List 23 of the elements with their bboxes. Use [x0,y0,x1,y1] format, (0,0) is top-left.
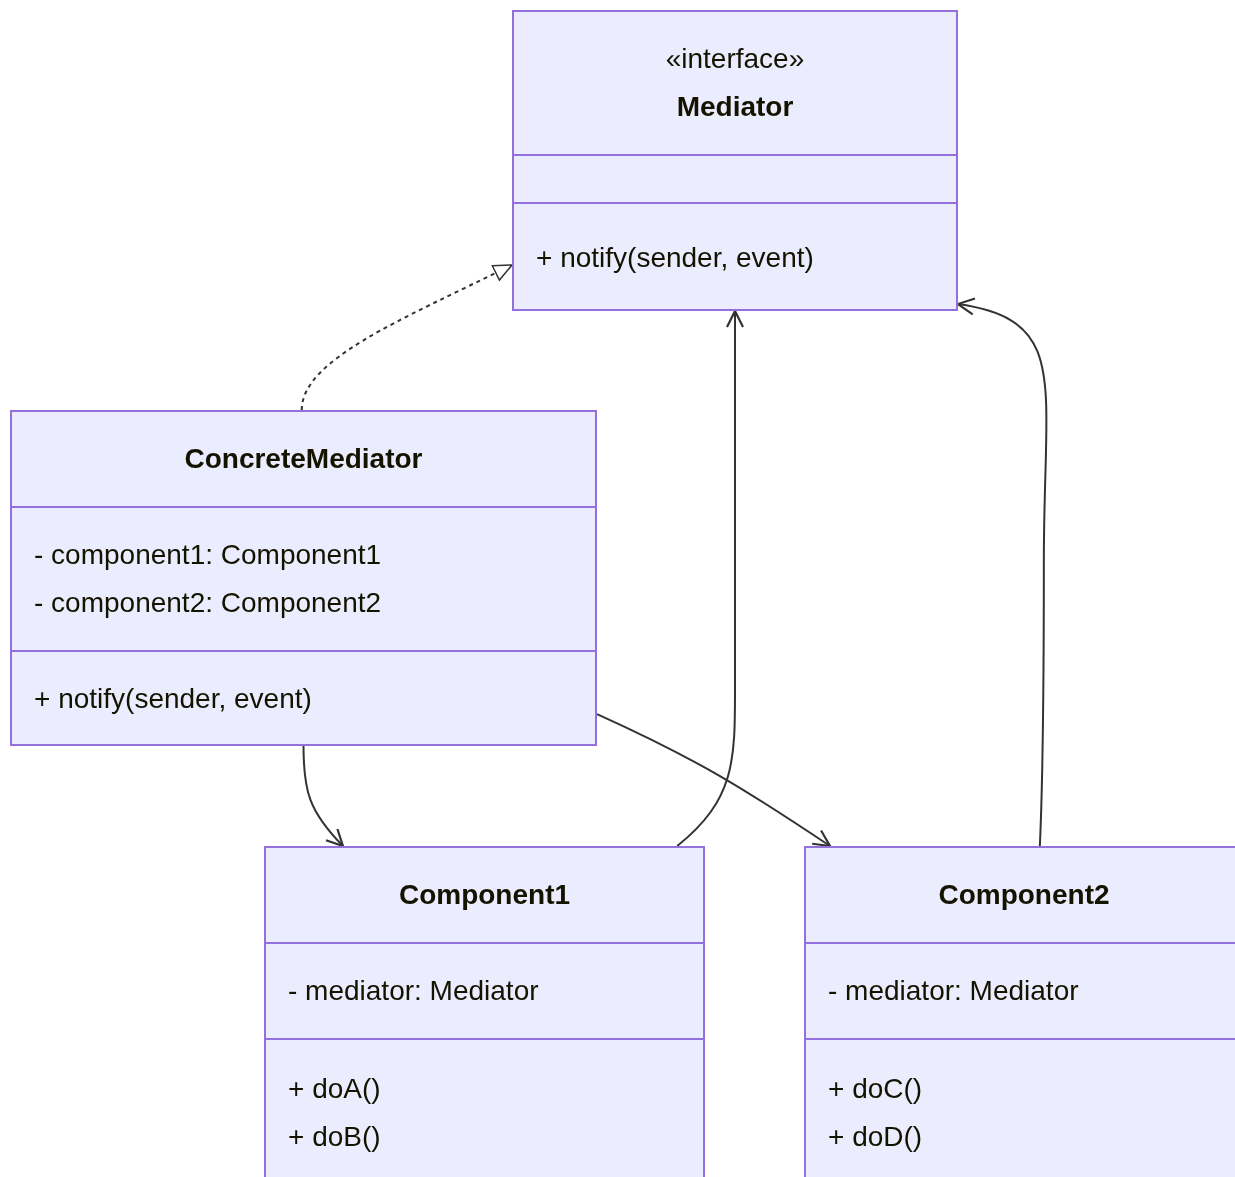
association-arrow [302,745,345,848]
association-arrow [596,713,832,848]
class-name: Component2 [938,878,1110,912]
class-box [804,846,1235,1177]
realization-arrow [300,263,513,411]
class-name: Mediator [676,90,794,124]
method-text: + notify(sender, event) [536,240,814,275]
attribute-text: - component1: Component1 [34,538,382,572]
class-box [512,10,958,311]
class-name: ConcreteMediator [184,442,423,476]
method-text: + doA() [288,1072,381,1106]
attribute-text: - component2: Component2 [34,586,382,620]
class-name: Component1 [398,878,571,912]
class-box [264,846,705,1177]
stereotype-label: «interface» [665,42,805,76]
association-arrow [676,309,745,847]
method-text: + doC() [828,1072,923,1106]
attribute-text: - mediator: Mediator [288,974,539,1008]
attribute-text: - mediator: Mediator [828,974,1079,1008]
class-box [10,410,597,746]
method-text: + doB() [288,1120,381,1154]
method-text: + notify(sender, event) [34,682,312,716]
method-text: + doD() [828,1120,923,1154]
